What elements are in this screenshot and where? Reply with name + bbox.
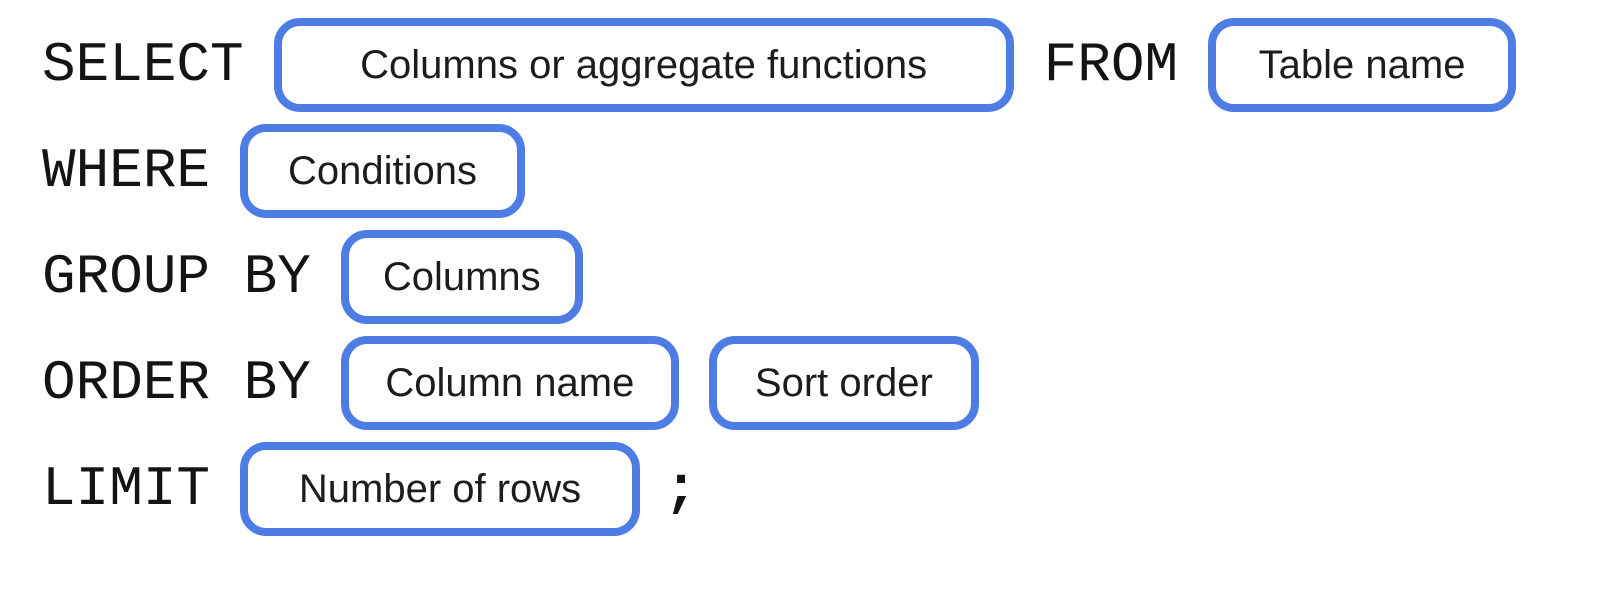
- row-limit: LIMIT Number of rows ;: [42, 442, 1600, 536]
- semicolon: ;: [664, 457, 698, 521]
- keyword-from: FROM: [1043, 33, 1179, 97]
- slot-conditions: Conditions: [240, 124, 526, 218]
- keyword-order-by: ORDER BY: [42, 351, 311, 415]
- slot-columns-or-aggregate-functions: Columns or aggregate functions: [273, 18, 1014, 112]
- keyword-limit: LIMIT: [42, 457, 211, 521]
- slot-column-name: Column name: [340, 336, 679, 430]
- row-group-by: GROUP BY Columns: [42, 230, 1600, 324]
- keyword-select: SELECT: [42, 33, 244, 97]
- slot-table-name: Table name: [1208, 18, 1517, 112]
- slot-columns: Columns: [340, 230, 583, 324]
- keyword-group-by: GROUP BY: [42, 245, 311, 309]
- row-order-by: ORDER BY Column name Sort order: [42, 336, 1600, 430]
- row-where: WHERE Conditions: [42, 124, 1600, 218]
- row-select: SELECT Columns or aggregate functions FR…: [42, 18, 1600, 112]
- keyword-where: WHERE: [42, 139, 211, 203]
- slot-number-of-rows: Number of rows: [240, 442, 641, 536]
- slot-sort-order: Sort order: [708, 336, 979, 430]
